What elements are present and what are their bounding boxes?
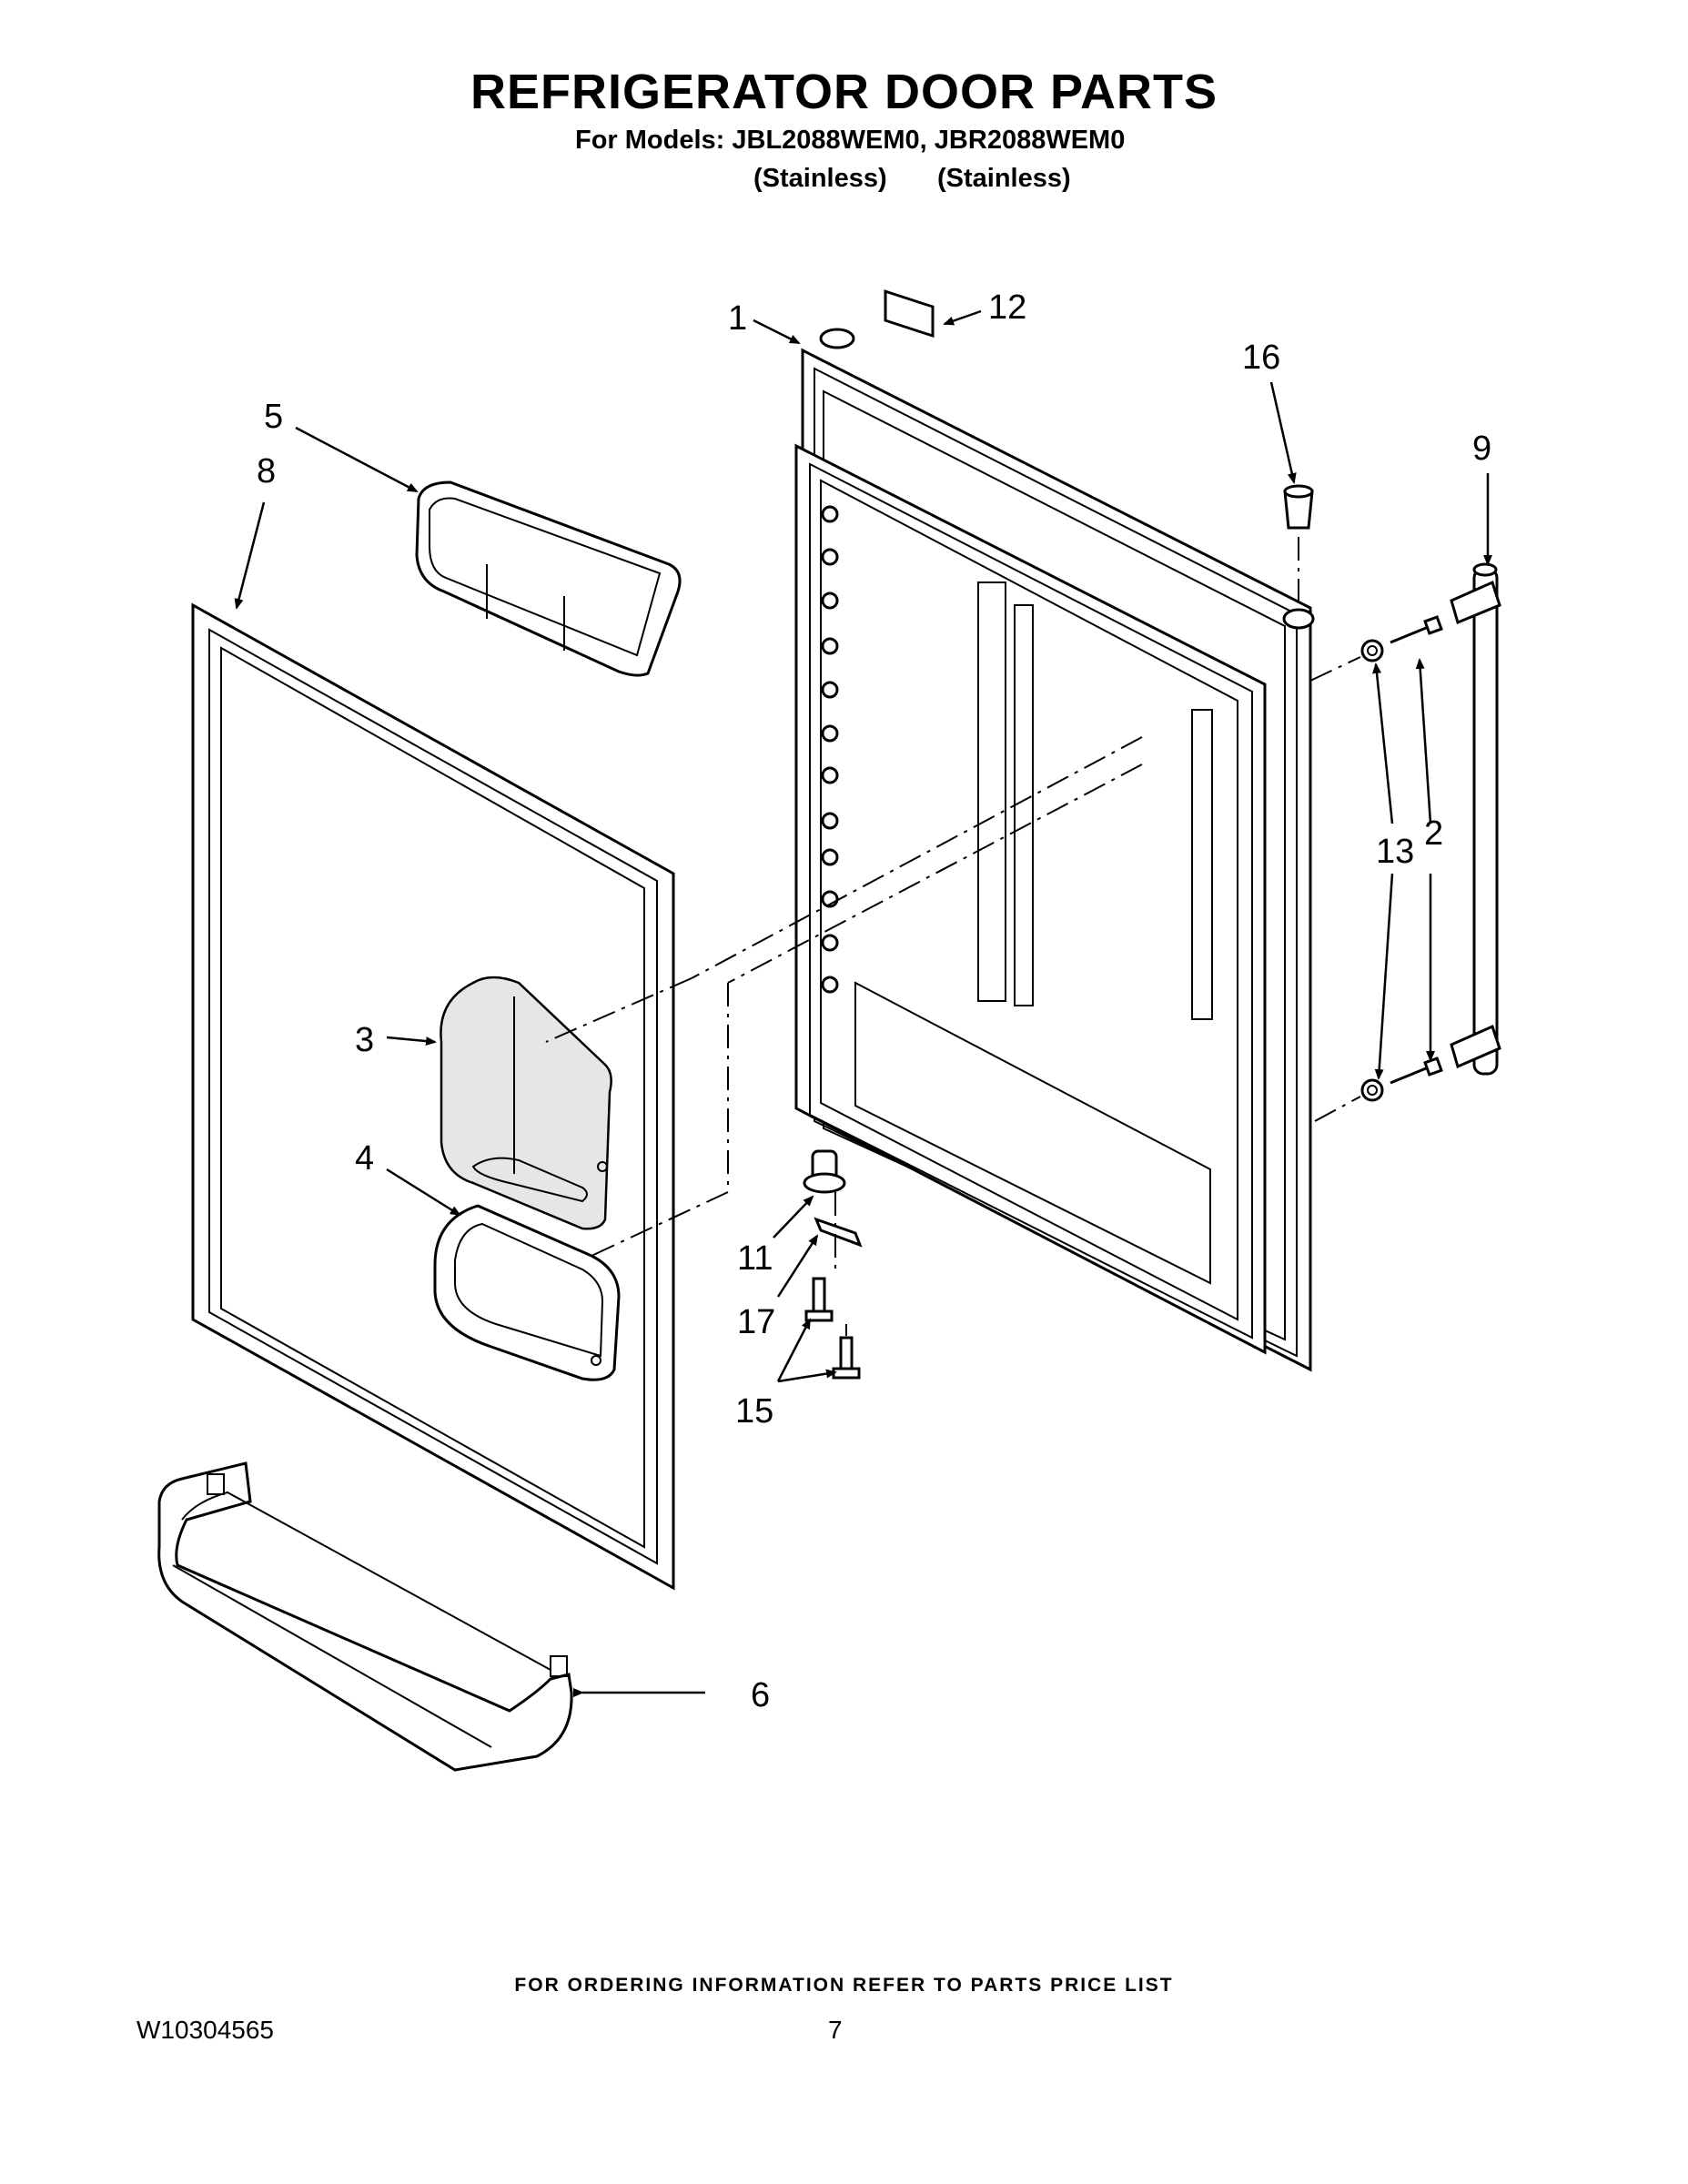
model-variant-1: (Stainless): [753, 164, 887, 193]
callout-5: 5: [264, 398, 283, 436]
callout-11: 11: [737, 1239, 773, 1278]
callout-2: 2: [1424, 814, 1443, 853]
leader-lines: [234, 309, 1492, 1697]
model-numbers: For Models: JBL2088WEM0, JBR2088WEM0: [575, 126, 1126, 155]
upper-door-bin-part: [415, 480, 682, 677]
hinge-shim-part: [814, 1217, 863, 1248]
hinge-screw-lower-part: [832, 1336, 861, 1380]
callout-12: 12: [988, 288, 1026, 327]
page-title: REFRIGERATOR DOOR PARTS: [470, 65, 1218, 119]
label-part: [884, 289, 935, 339]
callout-8: 8: [257, 452, 276, 490]
callout-3: 3: [355, 1021, 374, 1059]
page-number: 7: [828, 2016, 843, 2044]
callout-6: 6: [751, 1676, 770, 1714]
handle-screw-lower-part: [1390, 1057, 1443, 1085]
dairy-bin-part: [433, 1204, 621, 1381]
callout-1: 1: [728, 299, 747, 338]
handle-screw-upper-part: [1390, 615, 1443, 644]
assembly-lines: [545, 537, 1361, 1336]
callout-16: 16: [1242, 339, 1280, 377]
lower-door-bin-part: [157, 1461, 573, 1772]
handle-spacer-upper-part: [1360, 639, 1384, 662]
hinge-part: [803, 1149, 846, 1194]
callout-9: 9: [1472, 430, 1491, 468]
door-handle-part: [1450, 562, 1501, 1076]
document-number: W10304565: [136, 2016, 275, 2044]
handle-plug-part: [1283, 484, 1314, 530]
callout-4: 4: [355, 1139, 374, 1178]
callout-13: 13: [1376, 833, 1414, 871]
door-assembly-part: [794, 328, 1315, 1372]
shelf-tab-row: [821, 505, 839, 994]
hinge-screw-upper-part: [804, 1277, 834, 1322]
callout-17: 17: [737, 1303, 775, 1341]
handle-spacer-lower-part: [1360, 1078, 1384, 1102]
callout-15: 15: [735, 1392, 773, 1431]
ordering-note: FOR ORDERING INFORMATION REFER TO PARTS …: [514, 1975, 1174, 1996]
model-variant-2: (Stainless): [937, 164, 1071, 193]
dairy-compartment-part: [440, 976, 612, 1230]
